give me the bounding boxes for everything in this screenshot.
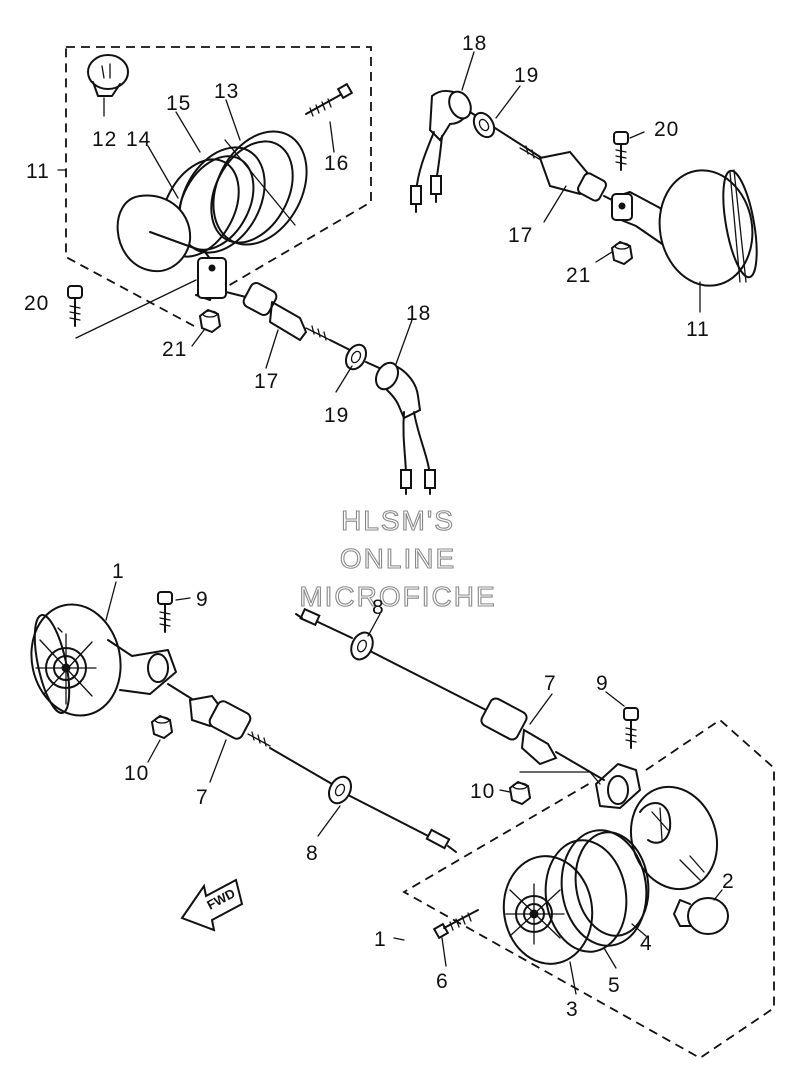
callout-tr-20: 20 — [654, 118, 679, 141]
leader-20-left — [75, 279, 197, 339]
callout-bl-9: 9 — [196, 588, 209, 611]
boot-18-left — [365, 361, 422, 420]
bulb-2 — [673, 897, 729, 935]
screw-6 — [432, 909, 479, 940]
nut-10-right — [508, 780, 532, 806]
socket-17-left — [225, 282, 331, 341]
callout-bl-7: 7 — [196, 786, 209, 809]
bolt-9-right — [623, 707, 639, 749]
screw-16 — [305, 82, 354, 117]
callout-tl-15: 15 — [166, 92, 191, 115]
callout-br-3: 3 — [566, 998, 579, 1021]
socket-17-right — [519, 145, 621, 205]
callout-tl-21: 21 — [162, 338, 187, 361]
callout-tr-19: 19 — [514, 64, 539, 87]
callout-tr-21: 21 — [566, 264, 591, 287]
assembly-top-right — [410, 51, 758, 313]
callout-tr-11: 11 — [686, 318, 710, 341]
group-box-1-right — [402, 718, 775, 1060]
gasket-5 — [544, 839, 628, 953]
watermark-line-2: ONLINE — [340, 543, 456, 574]
nut-21-right — [610, 240, 634, 266]
connector-br — [295, 607, 321, 627]
fwd-arrow — [180, 878, 244, 932]
watermark-line-1: HLSM'S — [341, 505, 455, 536]
flasher-1-left — [30, 603, 177, 717]
bolt-9-left — [157, 591, 173, 633]
callout-tl-16: 16 — [324, 152, 349, 175]
callout-br-4: 4 — [640, 932, 653, 955]
callout-br-10: 10 — [470, 780, 495, 803]
callout-br-1: 1 — [374, 928, 387, 951]
callout-br-8: 8 — [372, 596, 385, 619]
watermark: HLSM'S ONLINE MICROFICHE — [299, 504, 496, 612]
callout-br-5: 5 — [608, 974, 621, 997]
callout-tl-17: 17 — [254, 370, 279, 393]
wires-left — [400, 411, 436, 495]
group-box-11-left — [65, 46, 372, 327]
socket-7-right — [480, 697, 605, 781]
assembly-top-left — [57, 46, 436, 495]
nut-10-left — [150, 714, 174, 740]
grommet-8-left — [327, 775, 353, 805]
lens-housing-11 — [116, 194, 227, 301]
callout-tl-13: 13 — [214, 80, 239, 103]
housing-br — [595, 763, 719, 891]
callout-tl-12: 12 — [92, 128, 117, 151]
grommet-8-right — [350, 631, 374, 661]
cable-bl-2 — [269, 747, 333, 785]
boot-18-right — [428, 89, 472, 142]
callout-tl-18: 18 — [406, 302, 431, 325]
callout-tl-14: 14 — [126, 128, 151, 151]
callout-tl-19: 19 — [324, 404, 349, 427]
watermark-line-3: MICROFICHE — [299, 581, 496, 612]
bolt-20-left — [67, 285, 83, 327]
callout-tl-11: 11 — [26, 160, 50, 183]
ring-4 — [560, 829, 650, 947]
callout-bl-10: 10 — [124, 762, 149, 785]
cable-bl-3 — [349, 795, 437, 841]
callout-br-9: 9 — [596, 672, 609, 695]
wires-right — [410, 131, 443, 213]
cable-br-1 — [317, 621, 353, 639]
lens-ring-13 — [210, 130, 308, 246]
bulb-12 — [87, 54, 129, 97]
leader-10-right-bracket — [519, 771, 601, 785]
callout-tr-17: 17 — [508, 224, 533, 247]
callout-br-6: 6 — [436, 970, 449, 993]
assembly-bottom-left — [30, 581, 457, 932]
cable-br-2 — [371, 651, 487, 711]
connector-bl — [425, 828, 457, 853]
grommet-19-left — [344, 343, 368, 371]
callout-bl-1: 1 — [112, 560, 125, 583]
nut-21-left — [198, 308, 222, 334]
callout-br-7: 7 — [544, 672, 557, 695]
bolt-20-right — [613, 131, 629, 171]
grommet-19-right — [472, 111, 496, 139]
callout-br-2: 2 — [722, 870, 735, 893]
callout-tl-20: 20 — [24, 292, 49, 315]
socket-7-left — [188, 694, 271, 747]
callout-bl-8: 8 — [306, 842, 319, 865]
assembly-bottom-right — [295, 607, 775, 1060]
callout-tr-18: 18 — [462, 32, 487, 55]
lens-housing-11-right — [611, 169, 758, 287]
